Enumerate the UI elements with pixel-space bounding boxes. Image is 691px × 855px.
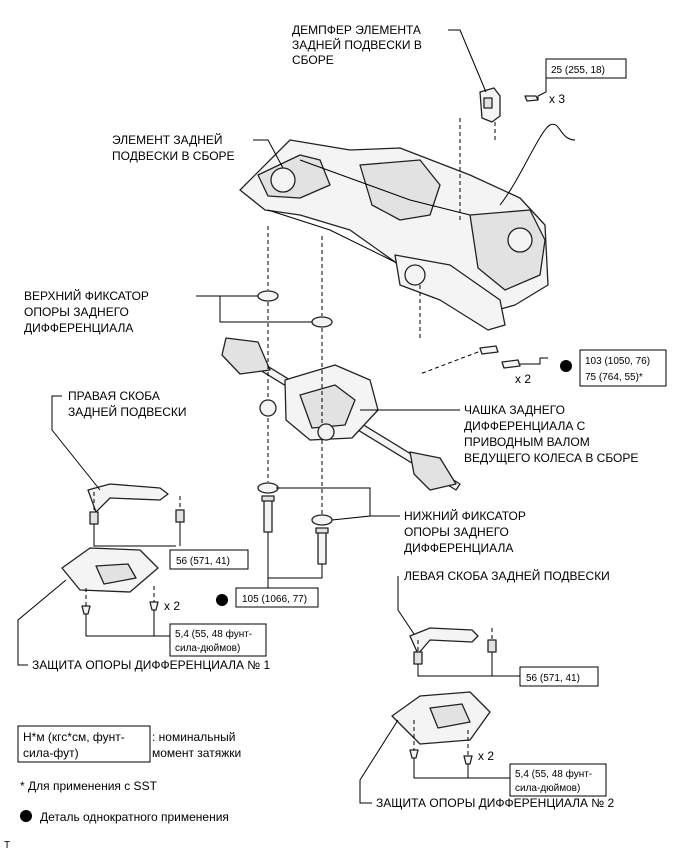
carrier-label-line: ВЕДУЩЕГО КОЛЕСА В СБОРЕ (464, 451, 638, 465)
rh-bracket-label-line: ПРАВАЯ СКОБА (68, 389, 160, 403)
lower-stopper-label-line: ОПОРЫ ЗАДНЕГО (404, 525, 509, 539)
carrier-label-line: ПРИВОДНЫМ ВАЛОМ (464, 435, 590, 449)
non-reusable-mark-icon (20, 810, 32, 822)
rear-suspension-member-illustration (239, 123, 576, 331)
legend-unit-line: сила-фут) (23, 746, 79, 760)
lower-bolt-torque-value: 105 (1066, 77) (242, 594, 307, 605)
lh-bracket-illustration (409, 627, 497, 665)
damper-label-line: ЗАДНЕЙ ПОДВЕСКИ В (292, 37, 422, 52)
lower-bolt-torque: 105 (1066, 77) (216, 587, 319, 608)
protector2-bolt-count: x 2 (478, 749, 494, 763)
lower-stopper-label-line: ДИФФЕРЕНЦИАЛА (404, 541, 513, 555)
member-label-line: ПОДВЕСКИ В СБОРЕ (112, 149, 235, 163)
svg-text:ЗАДНЕЙ ПОДВЕСКИ В: ЗАДНЕЙ ПОДВЕСКИ В (292, 37, 422, 52)
rh-bracket-torque: 56 (571, 41) (169, 549, 249, 570)
protector1-count: x 2 (164, 599, 180, 613)
damper-torque-value: 25 (255, 18) (551, 65, 605, 76)
protector1-torque-line: сила-дюймов) (175, 643, 240, 654)
protector1-torque-line: 5,4 (55, 48 фунт- (175, 628, 252, 640)
protector1-label: ЗАЩИТА ОПОРЫ ДИФФЕРЕНЦИАЛА № 1 (32, 658, 271, 672)
legend-unit-desc: момент затяжки (152, 746, 241, 760)
differential-carrier-illustration (221, 337, 521, 491)
protector2-torque-line: 5,4 (55, 48 фунт- (515, 768, 592, 780)
carrier-label-line: ЧАШКА ЗАДНЕГО (464, 403, 565, 417)
protector2-label-text: ЗАЩИТА ОПОРЫ ДИФФЕРЕНЦИАЛА № 2 (376, 796, 615, 810)
carrier-label: ЧАШКА ЗАДНЕГО ДИФФЕРЕНЦИАЛА С ПРИВОДНЫМ … (464, 403, 638, 465)
damper-label-line: ДЕМПФЕР ЭЛЕМЕНТА (292, 23, 421, 37)
protector2-count: x 2 (478, 749, 494, 763)
lower-stopper-illustration (257, 482, 333, 565)
upper-stopper-label-line: ДИФФЕРЕНЦИАЛА (24, 321, 133, 335)
svg-text:СБОРЕ: СБОРЕ (292, 53, 334, 67)
legend-sst-note: * Для применения с SST (20, 779, 158, 793)
lh-bracket-torque-value: 56 (571, 41) (526, 673, 580, 684)
lh-bracket-label: ЛЕВАЯ СКОБА ЗАДНЕЙ ПОДВЕСКИ (404, 568, 610, 583)
carrier-label-line: ДИФФЕРЕНЦИАЛА С (464, 419, 586, 433)
upper-stopper-illustration (257, 290, 333, 328)
damper-torque: 25 (255, 18) x 3 (545, 58, 627, 106)
legend: Н*м (кгс*см, фунт- сила-фут) : номинальн… (4, 725, 241, 851)
alignment-lines (85, 94, 539, 756)
rh-bracket-illustration (87, 483, 185, 525)
upper-stopper-label-line: ВЕРХНИЙ ФИКСАТОР (24, 288, 149, 303)
rh-bracket-torque-value: 56 (571, 41) (176, 556, 230, 567)
protector2-torque-line: сила-дюймов) (515, 783, 580, 794)
legend-unit-desc: : номинальный (152, 730, 235, 744)
rh-bracket-label-line: ЗАДНЕЙ ПОДВЕСКИ (68, 404, 187, 419)
non-reusable-mark-icon (216, 594, 228, 606)
rh-bracket-label: ПРАВАЯ СКОБА ЗАДНЕЙ ПОДВЕСКИ (68, 389, 187, 419)
protector-no1-illustration (61, 547, 159, 615)
protector2-label: ЗАЩИТА ОПОРЫ ДИФФЕРЕНЦИАЛА № 2 (376, 796, 615, 810)
damper-label-line: СБОРЕ (292, 53, 334, 67)
damper-bolt-count: x 3 (549, 92, 565, 106)
legend-unit-line: Н*м (кгс*см, фунт- (23, 730, 125, 744)
protector1-label-text: ЗАЩИТА ОПОРЫ ДИФФЕРЕНЦИАЛА № 1 (32, 658, 271, 672)
non-reusable-mark-icon (560, 360, 572, 372)
lower-stopper-label-line: НИЖНИЙ ФИКСАТОР (404, 508, 526, 523)
suspension-member-damper-illustration (479, 87, 539, 123)
diff-torque-b: 75 (764, 55)* (585, 372, 643, 383)
upper-stopper-label-line: ОПОРЫ ЗАДНЕГО (24, 305, 129, 319)
protector2-torque: 5,4 (55, 48 фунт- сила-дюймов) (509, 763, 607, 797)
svg-text:ДЕМПФЕР ЭЛЕМЕНТА: ДЕМПФЕР ЭЛЕМЕНТА (292, 23, 421, 37)
lh-bracket-torque: 56 (571, 41) (519, 666, 599, 687)
protector-no2-illustration (391, 691, 491, 765)
protector1-bolt-count: x 2 (164, 599, 180, 613)
diff-bolt-count: x 2 (515, 372, 531, 386)
upper-stopper-label: ВЕРХНИЙ ФИКСАТОР ОПОРЫ ЗАДНЕГО ДИФФЕРЕНЦ… (24, 288, 149, 335)
protector1-torque: 5,4 (55, 48 фунт- сила-дюймов) (169, 623, 267, 657)
lh-bracket-label-text: ЛЕВАЯ СКОБА ЗАДНЕЙ ПОДВЕСКИ (404, 568, 610, 583)
member-label-line: ЭЛЕМЕНТ ЗАДНЕЙ (112, 132, 223, 147)
leader-lines (17, 29, 548, 804)
lower-stopper-label: НИЖНИЙ ФИКСАТОР ОПОРЫ ЗАДНЕГО ДИФФЕРЕНЦИ… (404, 508, 526, 555)
damper-label: ДЕМПФЕР ЭЛЕМЕНТА ЗАДНЕЙ ПОДВЕСКИ В СБОРЕ (292, 23, 422, 67)
legend-non-reusable: Деталь однократного применения (40, 810, 229, 824)
member-label: ЭЛЕМЕНТ ЗАДНЕЙ ПОДВЕСКИ В СБОРЕ (112, 132, 235, 163)
diff-bolt-torque: 103 (1050, 76) 75 (764, 55)* x 2 (515, 349, 667, 387)
corner-mark: T (4, 840, 10, 851)
diff-torque-a: 103 (1050, 76) (585, 356, 650, 367)
